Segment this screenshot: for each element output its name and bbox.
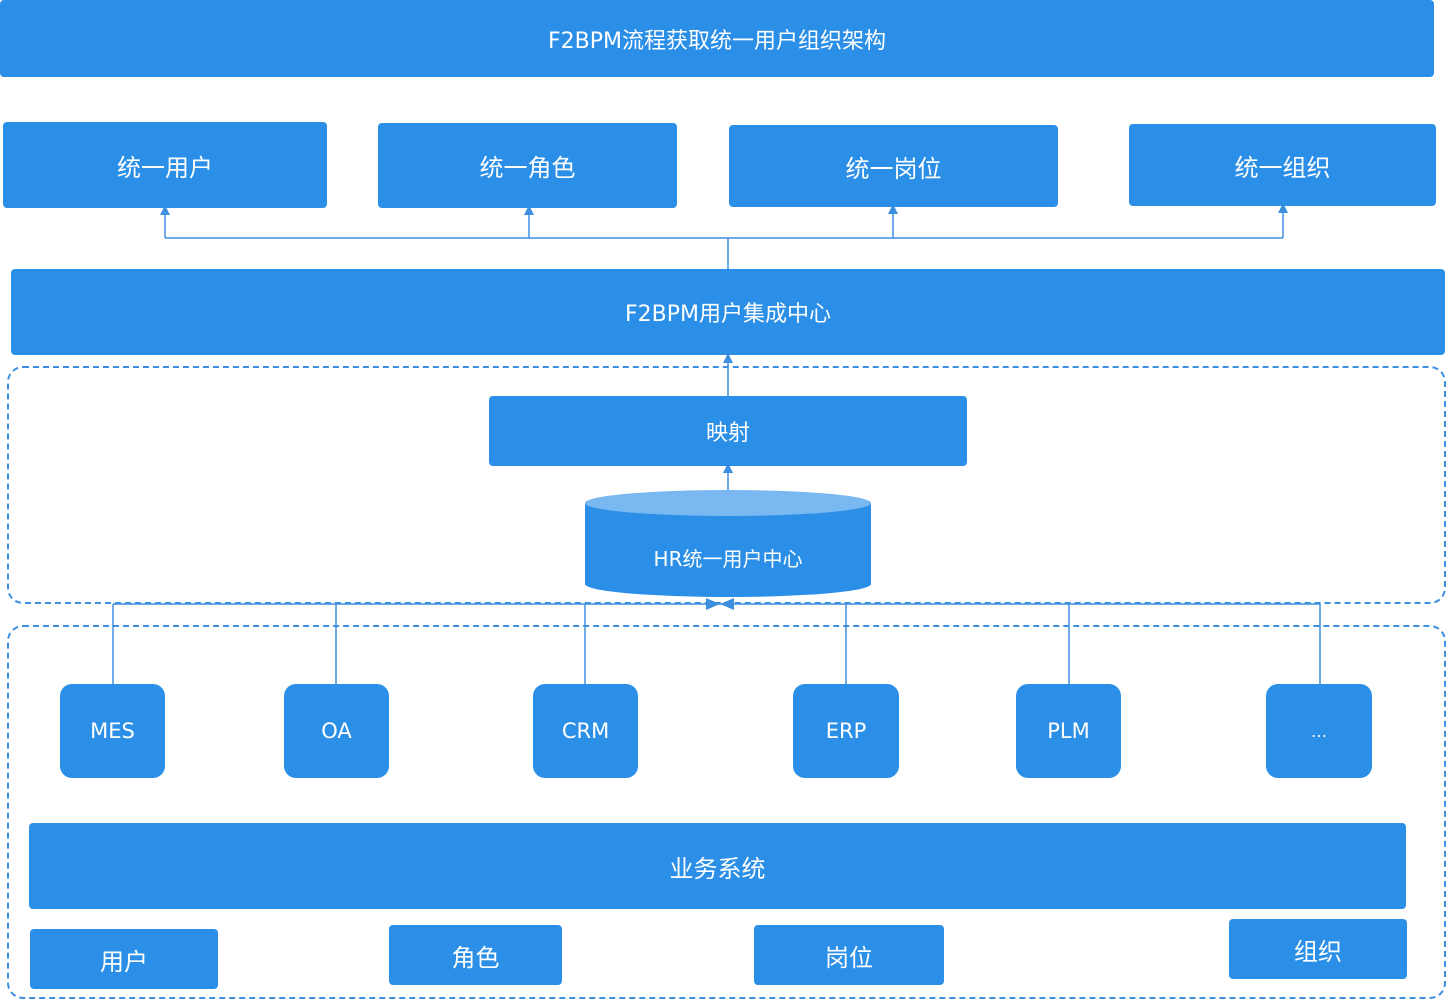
system-mes: MES — [60, 684, 165, 778]
business-group — [7, 625, 1446, 999]
system-plm: PLM — [1016, 684, 1121, 778]
arrow-head-right — [720, 598, 734, 610]
unified-post-box: 统一岗位 — [729, 125, 1058, 207]
integration-center-box: F2BPM用户集成中心 — [11, 269, 1445, 355]
hr-center-label: HR统一用户中心 — [653, 546, 803, 571]
unified-role-box: 统一角色 — [378, 123, 677, 208]
system-more: … — [1266, 684, 1372, 778]
unified-org-box: 统一组织 — [1129, 124, 1436, 206]
org-box: 组织 — [1229, 919, 1407, 979]
post-box: 岗位 — [754, 925, 944, 985]
role-box: 角色 — [389, 925, 562, 985]
system-oa: OA — [284, 684, 389, 778]
hr-database-icon — [585, 490, 871, 597]
unified-user-box: 统一用户 — [3, 122, 327, 208]
business-system-box: 业务系统 — [29, 823, 1406, 909]
system-crm: CRM — [533, 684, 638, 778]
arrow-head-left — [706, 598, 720, 610]
user-box: 用户 — [30, 929, 218, 989]
system-erp: ERP — [793, 684, 899, 778]
diagram-title: F2BPM流程获取统一用户组织架构 — [0, 0, 1434, 77]
mapping-box: 映射 — [489, 396, 967, 466]
